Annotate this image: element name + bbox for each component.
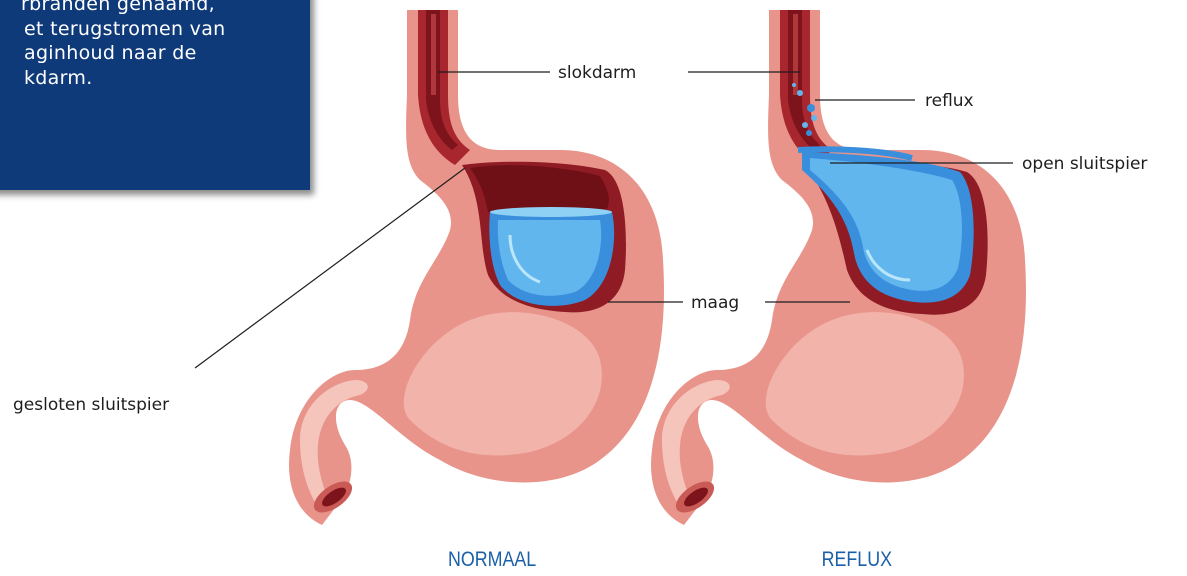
caption-normaal: NORMAAL — [448, 548, 536, 572]
reflux-stomach — [651, 10, 1026, 525]
normal-stomach — [289, 10, 664, 525]
label-reflux: reflux — [925, 91, 974, 111]
label-maag: maag — [691, 293, 739, 313]
caption-reflux: REFLUX — [822, 548, 892, 572]
label-gesloten-sluitspier: gesloten sluitspier — [13, 395, 169, 415]
label-open-sluitspier: open sluitspier — [1022, 154, 1147, 174]
label-slokdarm: slokdarm — [558, 63, 636, 83]
